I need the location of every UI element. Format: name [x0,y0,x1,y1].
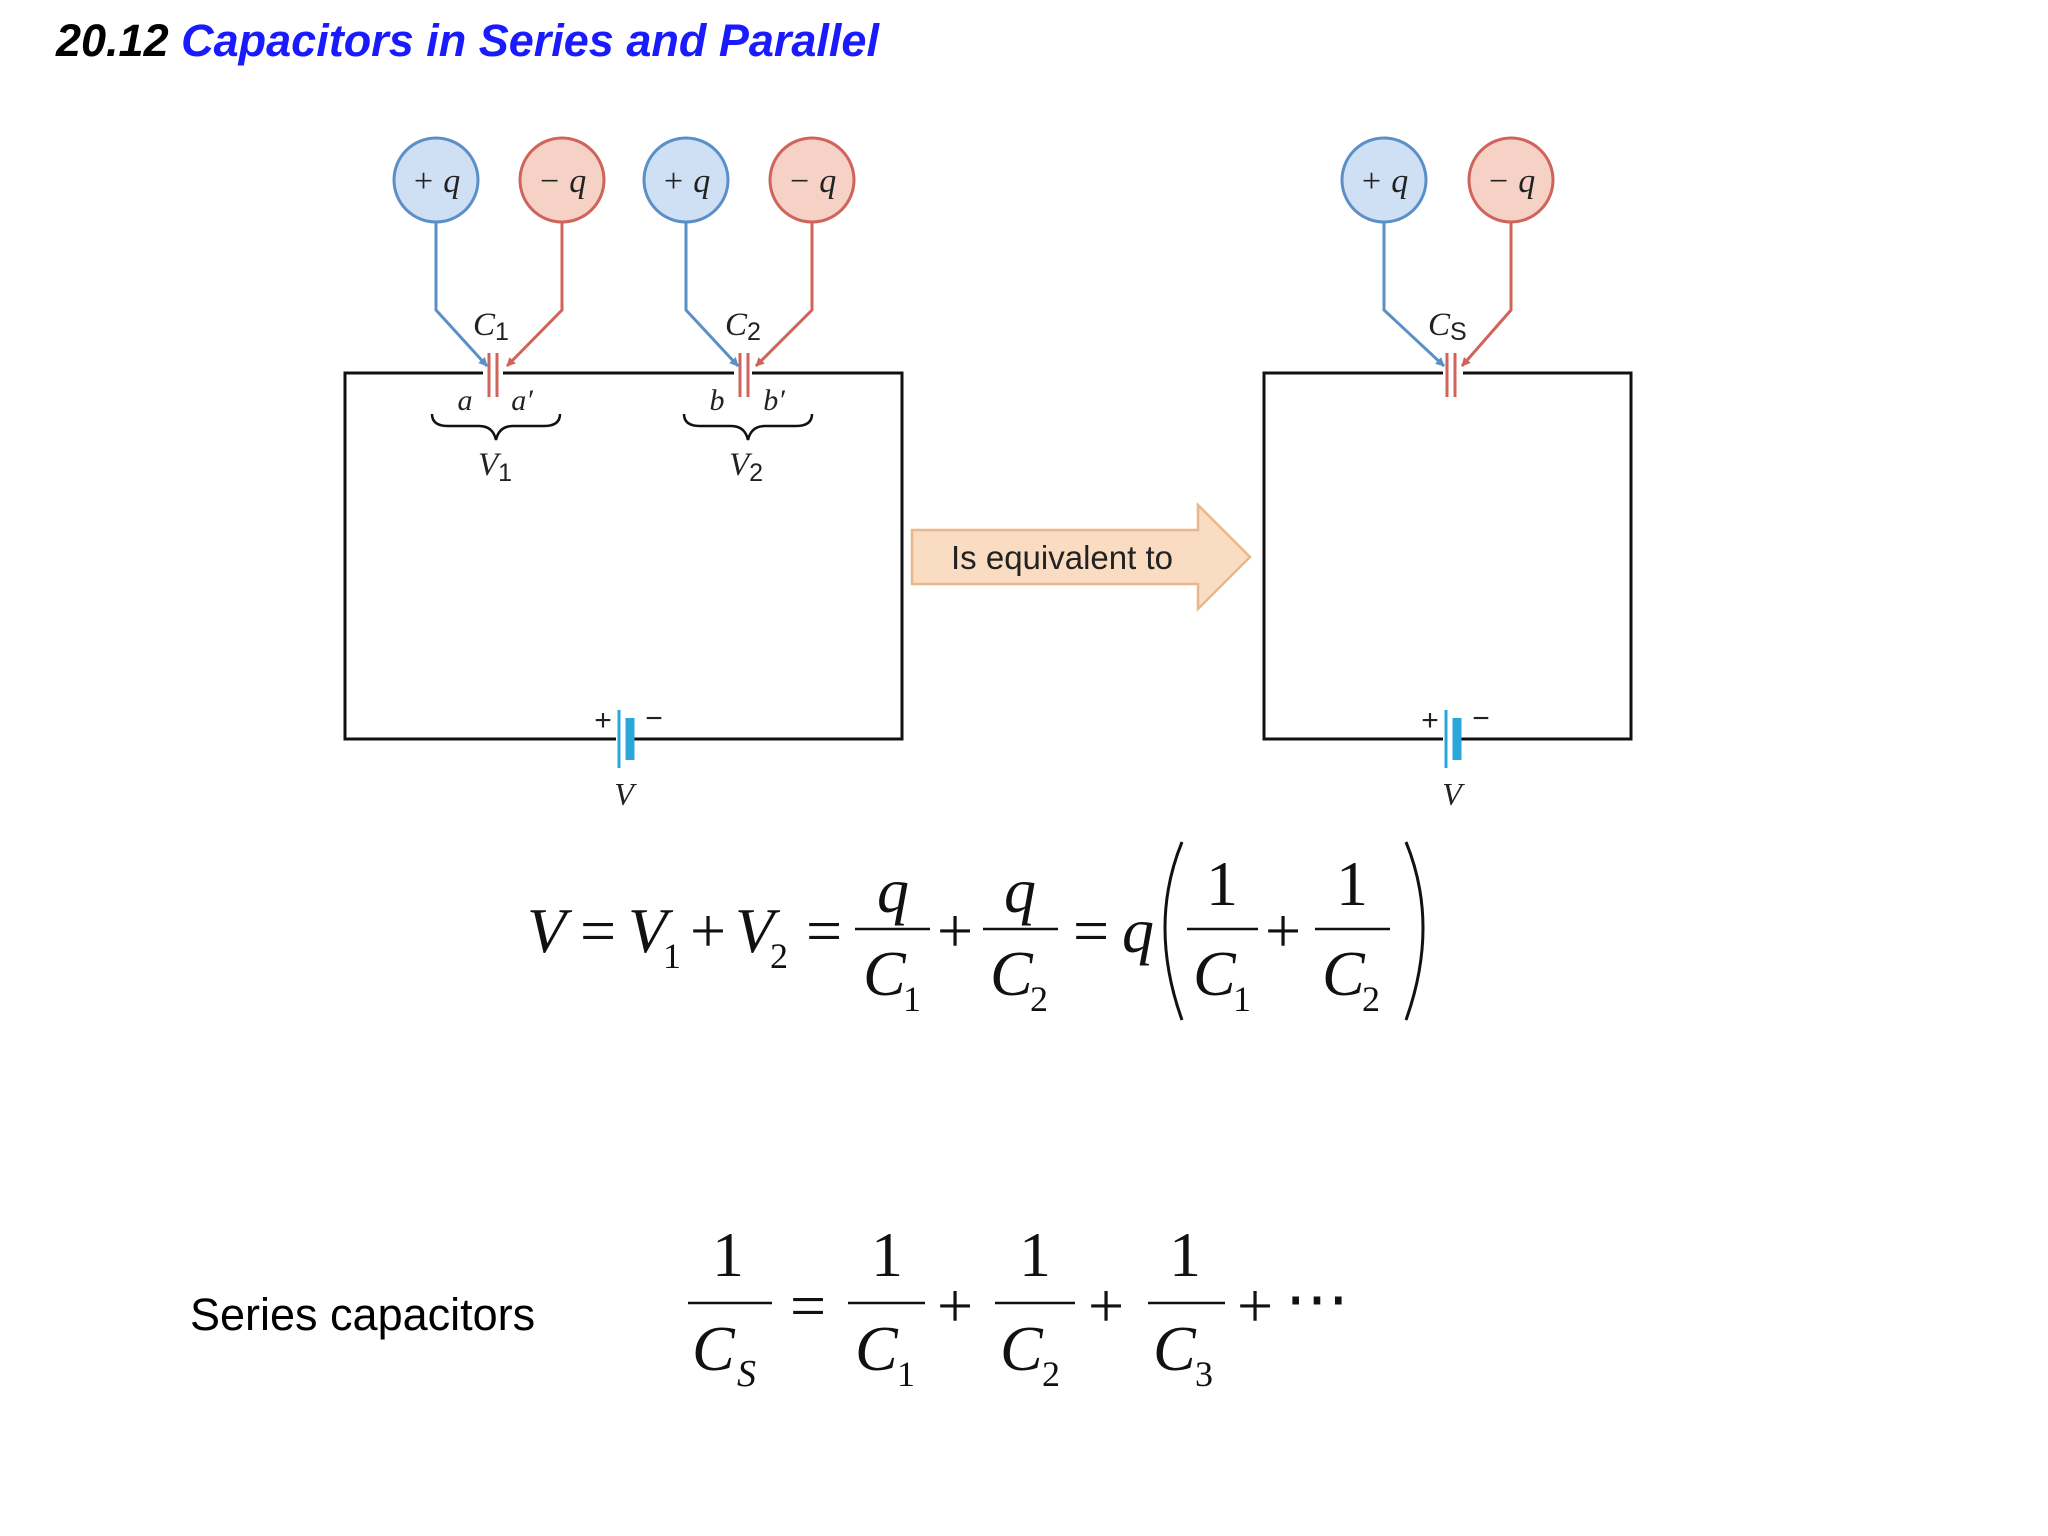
lead-minus-c1 [505,222,564,368]
equivalence-arrow: Is equivalent to [910,501,1252,613]
battery-minus: − [645,702,663,735]
eq2-frac3-num: 1 [1169,1219,1201,1290]
charge-minus-q-s: − q [1467,136,1555,224]
plus-q-label: + q [662,163,710,200]
lead-plus-cs [1382,222,1446,368]
battery-left: + − V [594,702,663,812]
eq1-right-paren [1404,841,1425,1021]
cs-label: CS [1428,307,1467,346]
lead-minus-c2 [754,222,814,368]
eq1-frac1-num: q [877,855,909,926]
eq1-frac1-den: C [863,938,907,1009]
battery-minus: − [1472,702,1490,735]
eq1-plus-3: + [1265,895,1301,966]
c2-label: C2 [725,307,761,346]
eq2-frac0-den: C [692,1313,736,1384]
left-circuit-wire [343,371,904,741]
eq1-equals-2: = [806,895,842,966]
eq2-frac1-sub: 1 [897,1354,915,1394]
battery-v-label: V [614,776,637,812]
minus-q-label: − q [1487,163,1535,200]
eq2-frac0-sub: S [737,1353,756,1395]
eq2-frac2-den: C [1000,1313,1044,1384]
eq1-v2: V [735,895,781,966]
battery-v-label: V [1442,776,1465,812]
v2-label: V2 [729,447,763,487]
eq1-left-paren [1163,841,1184,1021]
minus-q-label: − q [538,163,586,200]
eq2-frac2-sub: 2 [1042,1354,1060,1394]
charge-plus-q-s: + q [1340,136,1428,224]
equivalence-label: Is equivalent to [951,539,1173,576]
node-b-label: b [710,384,725,417]
brace-v2 [682,413,814,441]
capacitor-c1 [487,353,499,397]
section-number: 20.12 [56,15,169,66]
eq1-frac2-sub: 2 [1030,979,1048,1019]
plus-q-label: + q [1360,163,1408,200]
eq1-frac2-num: q [1004,855,1036,926]
eq1-frac3-num: 1 [1206,848,1238,919]
lead-minus-cs [1460,222,1513,367]
eq2-frac3-sub: 3 [1195,1354,1213,1394]
lead-plus-c2 [684,222,740,368]
eq1-v1-sub: 1 [663,936,681,976]
eq1-q-factor: q [1122,895,1154,966]
eq1-frac1-sub: 1 [903,979,921,1019]
eq1-frac4-sub: 2 [1362,979,1380,1019]
series-capacitance-equation: 1 C S = 1 C 1 + 1 C 2 + 1 C 3 + ⋯ [688,1219,1349,1395]
eq2-frac0-num: 1 [712,1219,744,1290]
eq2-plus-3: + [1237,1270,1273,1341]
v1-label: V1 [478,447,512,487]
eq1-v: V [527,895,573,966]
eq1-frac4-den: C [1322,938,1366,1009]
left-circuit: + q − q + q − q C1 C2 a a′ b b′ [343,136,904,812]
eq1-v1: V [628,895,674,966]
eq1-frac3-den: C [1193,938,1237,1009]
eq1-plus-1: + [690,895,726,966]
eq1-equals-3: = [1073,895,1109,966]
charge-plus-q-1: + q [392,136,480,224]
eq1-frac3-sub: 1 [1233,979,1251,1019]
eq1-plus-2: + [937,895,973,966]
voltage-equation: V = V 1 + V 2 = q C 1 + q C 2 = q 1 C 1 … [527,841,1425,1021]
eq2-frac2-num: 1 [1019,1219,1051,1290]
c1-label: C1 [473,307,509,346]
section-title: Capacitors in Series and Parallel [181,15,879,66]
eq2-frac1-den: C [855,1313,899,1384]
eq1-frac4-num: 1 [1336,848,1368,919]
charge-minus-q-1: − q [518,136,606,224]
eq1-frac2-den: C [990,938,1034,1009]
slide-title: 20.12 Capacitors in Series and Parallel [56,6,879,76]
capacitor-cs [1445,353,1457,397]
eq2-frac1-num: 1 [871,1219,903,1290]
eq2-equals: = [790,1270,826,1341]
charge-minus-q-2: − q [768,136,856,224]
battery-plus: + [1421,704,1439,737]
minus-q-label: − q [788,163,836,200]
eq2-frac3-den: C [1153,1313,1197,1384]
battery-right: + − V [1421,702,1490,812]
node-b-prime-label: b′ [763,384,785,417]
node-a-prime-label: a′ [511,384,533,417]
lead-plus-c1 [434,222,489,368]
eq2-plus-2: + [1088,1270,1124,1341]
brace-v1 [430,413,562,441]
battery-plus: + [594,704,612,737]
series-capacitors-label: Series capacitors [190,1289,536,1340]
eq2-plus-1: + [937,1270,973,1341]
capacitor-c2 [738,353,750,397]
node-a-label: a [458,384,473,417]
eq1-equals-1: = [580,895,616,966]
right-circuit-wire [1262,371,1633,741]
plus-q-label: + q [412,163,460,200]
eq1-v2-sub: 2 [770,936,788,976]
charge-plus-q-2: + q [642,136,730,224]
right-circuit: + q − q CS + − V [1262,136,1633,812]
eq2-ellipsis: ⋯ [1285,1263,1349,1334]
